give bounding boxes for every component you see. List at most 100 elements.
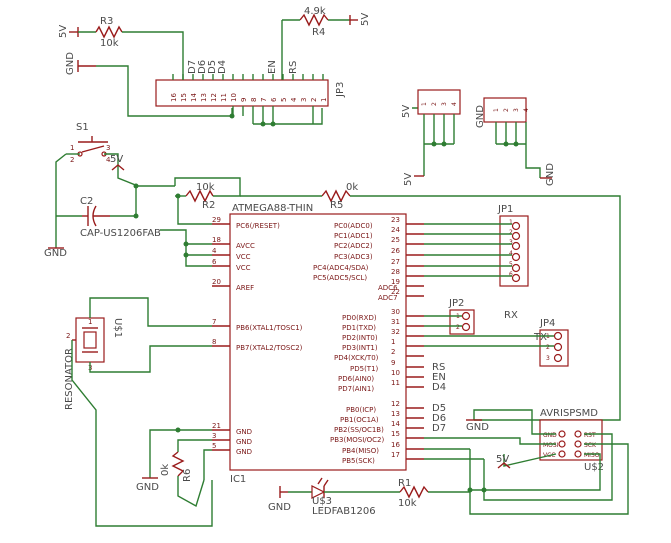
pin-number: 2 — [503, 108, 510, 112]
pin-label: GND — [236, 428, 252, 436]
jp3-label-d6: D6 — [197, 60, 208, 74]
c2-name: C2 — [80, 196, 93, 207]
pin-number: 12 — [391, 400, 400, 408]
gnd-label: GND — [268, 502, 291, 513]
pin-number: 10 — [391, 369, 400, 377]
svg-text:1: 1 — [70, 144, 74, 152]
pin-number: 4 — [509, 250, 513, 257]
pin-number: 31 — [391, 318, 400, 326]
pin-label: PD4(XCK/T0) — [334, 354, 379, 362]
svg-text:2: 2 — [70, 156, 74, 164]
pin-number: 16 — [391, 441, 400, 449]
pin-number: 1 — [493, 108, 500, 112]
pin-number: 4 — [212, 247, 217, 255]
pin-label: PD3(INT1) — [342, 344, 378, 352]
svg-text:4: 4 — [106, 156, 111, 164]
net-label-d4: D4 — [432, 382, 446, 393]
pin-number: 3 — [212, 432, 216, 440]
gnd-top-left: GND — [65, 52, 233, 117]
gnd-label: GND — [44, 248, 67, 259]
pin-number: 4 — [451, 102, 458, 106]
jp3-lcd-header: JP3 16 15 14 13 12 11 10 9 8 7 6 5 4 3 2… — [155, 60, 346, 124]
r6-value: 0k — [160, 464, 171, 476]
jp3-name: JP3 — [335, 82, 346, 98]
vcc-label: 5V — [401, 105, 412, 118]
pin-number: 15 — [391, 430, 400, 438]
pin-number: 5 — [280, 98, 288, 102]
u3-name: U$3 — [312, 496, 332, 507]
svg-text:2: 2 — [66, 332, 70, 340]
pin-number: 1 — [421, 102, 428, 106]
pin-number: 8 — [212, 338, 216, 346]
jp3-label-d7: D7 — [187, 60, 198, 74]
r6-name: R6 — [182, 469, 193, 482]
r5-value: 0k — [346, 182, 358, 193]
isp-pin-label: RST — [584, 432, 596, 439]
gnd-label: GND — [475, 105, 486, 128]
svg-text:3: 3 — [106, 144, 110, 152]
pin-number: 2 — [509, 229, 513, 236]
pin-number: 10 — [230, 93, 238, 102]
pin-number: 3 — [300, 98, 308, 102]
jp3-label-en: EN — [267, 60, 278, 74]
pin-number: 6 — [212, 258, 217, 266]
pin-label: VCC — [236, 264, 251, 272]
pin-number: 26 — [391, 247, 400, 255]
pin-label: PB1(OC1A) — [340, 416, 379, 424]
pin-label: PB2(SS/OC1B) — [334, 426, 384, 434]
pin-label: GND — [236, 448, 252, 456]
net-label-tx: TX — [533, 332, 547, 343]
vcc-label: 5V — [496, 454, 509, 465]
pin-number: 5 — [212, 442, 216, 450]
isp-pin-label: MISO — [584, 452, 600, 459]
pin-label: PB3(MOSI/OC2) — [330, 436, 384, 444]
pin-number: 3 — [509, 239, 513, 246]
pin-number: 24 — [391, 226, 400, 234]
pin-number: 13 — [391, 410, 400, 418]
pin-number: 23 — [391, 216, 400, 224]
pin-label: PB0(ICP) — [346, 406, 376, 414]
pin-number: 1 — [320, 98, 328, 102]
header-gnd-right: GND 1 2 3 4 GND — [475, 97, 556, 186]
resistor-r1: R1 10k — [398, 478, 429, 509]
resistor-r2: 10k R2 — [174, 177, 241, 211]
pin-label: PC6(/RESET) — [236, 222, 280, 230]
pin-label: ADC6 — [378, 284, 398, 292]
mcu-ic1: ATMEGA88-THIN IC1 29 PC6(/RESET) 18 AVCC… — [212, 203, 424, 485]
pin-label: PB6(XTAL1/TOSC1) — [236, 324, 303, 332]
pin-number: 2 — [391, 348, 395, 356]
jp2-name: JP2 — [448, 298, 464, 309]
jp3-label-d4: D4 — [217, 60, 228, 74]
isp-pin-label: MOSI — [543, 442, 559, 449]
jp3-label-d5: D5 — [207, 60, 218, 74]
switch-s1: S1 1 2 3 4 — [66, 122, 119, 170]
pin-number: 18 — [212, 236, 221, 244]
pin-number: 32 — [391, 328, 400, 336]
vcc-label: 5V — [403, 173, 414, 186]
pin-number: 2 — [310, 98, 318, 102]
resistor-r4: 4.9k R4 5V — [282, 6, 371, 38]
mcu-name: ATMEGA88-THIN — [232, 203, 313, 214]
supply-5v-s1: 5V — [110, 154, 125, 171]
resonator-label: RESONATOR — [64, 348, 75, 410]
pin-number: 3 — [513, 108, 520, 112]
pin-number: 2 — [431, 102, 438, 106]
net-label-rs: RS — [432, 362, 445, 373]
svg-text:3: 3 — [546, 355, 550, 362]
net-label-d5: D5 — [432, 403, 446, 414]
jp4-header: JP4 TX 1 2 3 — [533, 318, 569, 367]
r3-value: 10k — [100, 38, 119, 49]
pin-number: 3 — [441, 102, 448, 106]
pin-number: 9 — [391, 359, 395, 367]
vcc-label: 5V — [110, 154, 123, 165]
pin-number: 14 — [190, 93, 198, 102]
pin-label: GND — [236, 438, 252, 446]
svg-text:2: 2 — [456, 324, 460, 331]
gnd-label: GND — [466, 422, 489, 433]
pin-label: PB5(SCK) — [342, 457, 375, 465]
jp1-name: JP1 — [497, 204, 513, 215]
header-power-left: 5V 1 2 3 4 5V — [401, 89, 461, 186]
u1-name: U$1 — [112, 318, 123, 338]
pin-number: 11 — [391, 379, 400, 387]
pin-label: PB7(XTAL2/TOSC2) — [236, 344, 303, 352]
